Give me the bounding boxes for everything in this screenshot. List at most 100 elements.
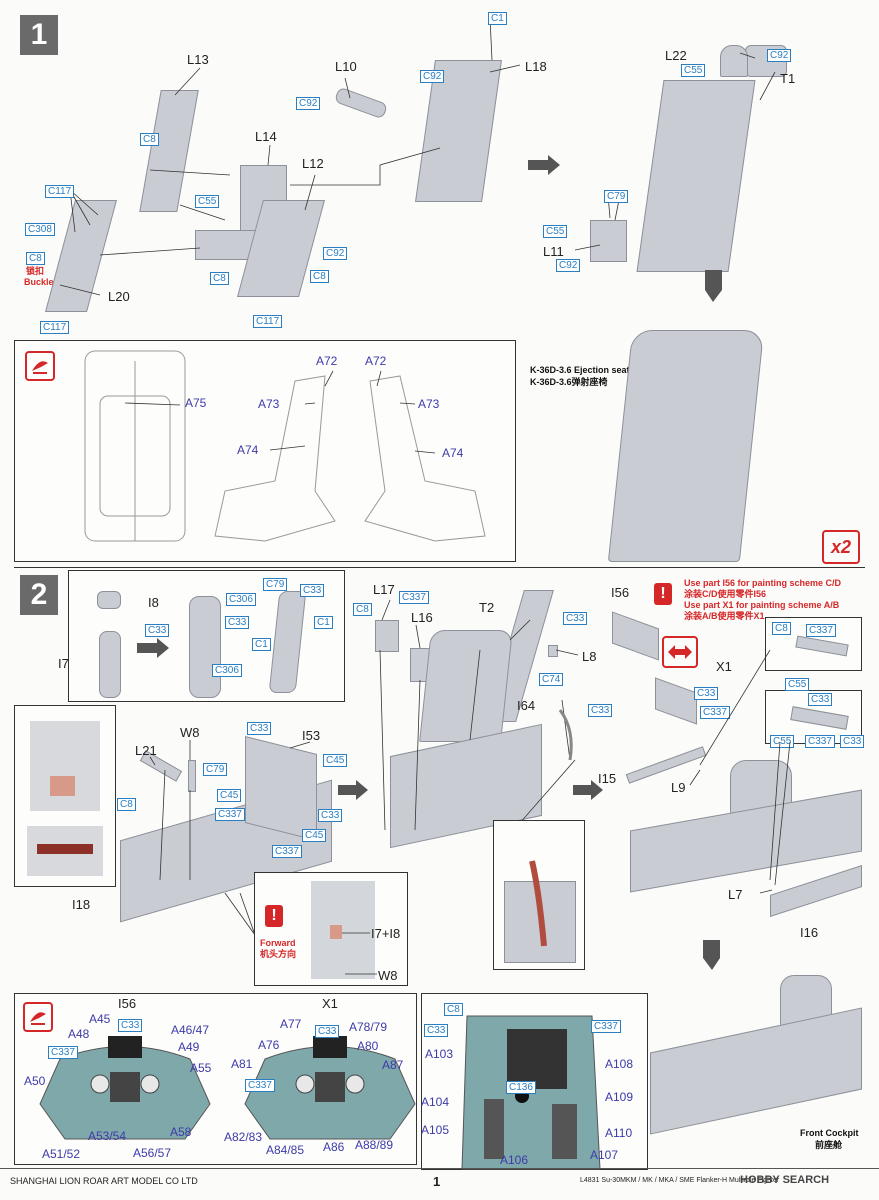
part-l8: [548, 645, 558, 657]
front-cockpit-caption-cn: 前座舱: [815, 1140, 843, 1150]
photo-ref-red-bar: [37, 844, 93, 854]
label-a110: A110: [605, 1126, 633, 1140]
code-c33: C33: [808, 693, 833, 706]
code-c117: C117: [40, 321, 70, 334]
code-c33: C33: [247, 722, 272, 735]
part-w8: [188, 760, 196, 792]
label-a80: A80: [357, 1039, 379, 1053]
code-c79: C79: [604, 190, 629, 203]
label-a49: A49: [178, 1040, 200, 1054]
code-c337: C337: [48, 1046, 78, 1059]
code-c33: C33: [145, 624, 170, 637]
part-l22: [720, 45, 748, 77]
code-c337: C337: [805, 735, 835, 748]
footer-watermark: HOBBY SEARCH: [740, 1174, 830, 1186]
code-c1: C1: [252, 638, 271, 651]
code-c45: C45: [302, 829, 327, 842]
label-a106: A106: [500, 1153, 529, 1167]
label-i53: I53: [302, 728, 321, 743]
code-c337: C337: [700, 706, 730, 719]
photo-ref-pink-part: [50, 776, 75, 796]
label-a72: A72: [316, 354, 338, 368]
label-i18: I18: [72, 897, 91, 912]
photo-ref-upper: [30, 721, 100, 811]
label-l8: L8: [582, 649, 597, 664]
label-a86: A86: [323, 1140, 345, 1154]
label-l22: L22: [665, 48, 687, 63]
code-c45: C45: [217, 789, 242, 802]
label-i7: I7: [58, 656, 69, 671]
warning-icon: !: [265, 905, 283, 927]
label-a55: A55: [190, 1061, 212, 1075]
code-c79: C79: [203, 763, 228, 776]
code-c33: C33: [424, 1024, 449, 1037]
label-a45: A45: [89, 1012, 111, 1026]
label-w8: W8: [378, 968, 398, 983]
code-c8: C8: [26, 252, 45, 265]
label-l10: L10: [335, 59, 357, 74]
seat-painting-detail-panel: A75 A72 A72 A73 A73 A74 A74: [14, 340, 516, 562]
code-c33: C33: [588, 704, 613, 717]
seat-caption-en: K-36D-3.6 Ejection seat: [530, 365, 630, 375]
buckle-label-cn: 锁扣: [26, 266, 45, 276]
label-l13: L13: [187, 52, 209, 67]
label-a75: A75: [185, 396, 207, 410]
code-c33: C33: [694, 687, 719, 700]
code-c337: C337: [215, 808, 245, 821]
code-c136: C136: [506, 1081, 536, 1094]
label-l14: L14: [255, 129, 277, 144]
label-a51-52: A51/52: [42, 1147, 81, 1161]
part-l11: [590, 220, 627, 262]
code-c337: C337: [806, 624, 836, 637]
warning-icon: !: [654, 583, 672, 605]
step-divider: [14, 567, 865, 568]
multiplier-badge: x2: [822, 530, 860, 564]
label-a81: A81: [231, 1057, 253, 1071]
code-c8: C8: [772, 622, 791, 635]
label-a73: A73: [418, 397, 440, 411]
label-a56-57: A56/57: [133, 1146, 172, 1160]
instrument-panel-shapes: [39, 1036, 416, 1140]
code-c306: C306: [226, 593, 256, 606]
code-c55: C55: [785, 678, 810, 691]
code-c92: C92: [767, 49, 792, 62]
code-c1: C1: [488, 12, 507, 25]
seat-caption-cn: K-36D-3.6弹射座椅: [530, 377, 608, 387]
label-a103: A103: [425, 1047, 454, 1061]
code-c33: C33: [840, 735, 865, 748]
label-a105: A105: [421, 1123, 450, 1137]
code-c33: C33: [315, 1025, 340, 1038]
label-a84-85: A84/85: [266, 1143, 305, 1157]
code-c337: C337: [245, 1079, 275, 1092]
step-2-badge: 2: [20, 575, 58, 615]
code-c308: C308: [25, 223, 55, 236]
label-l17: L17: [373, 582, 395, 597]
part-i8: [97, 591, 121, 609]
label-a87: A87: [382, 1058, 404, 1072]
label-a76: A76: [258, 1038, 280, 1052]
label-t2: T2: [479, 600, 495, 615]
label-a74: A74: [237, 443, 259, 457]
code-c55: C55: [543, 225, 568, 238]
code-c117: C117: [253, 315, 283, 328]
code-c8: C8: [117, 798, 136, 811]
label-a108: A108: [605, 1057, 634, 1071]
joystick-assembled: [189, 596, 221, 698]
label-i7-i8: I7+I8: [371, 926, 401, 941]
part-l17: [375, 620, 399, 652]
footer-company: SHANGHAI LION ROAR ART MODEL CO LTD: [10, 1176, 198, 1186]
label-l21: L21: [135, 743, 157, 758]
code-c92: C92: [556, 259, 581, 272]
label-l9: L9: [671, 780, 686, 795]
scheme-note-en-1: Use part I56 for painting scheme C/D: [684, 578, 842, 588]
label-l12: L12: [302, 156, 324, 171]
joystick-subassembly-panel: [68, 570, 345, 702]
code-c306: C306: [212, 664, 242, 677]
forward-direction-inset: !: [254, 872, 408, 986]
footer-page-number: 1: [433, 1174, 441, 1189]
scheme-note-cn-2: 涂装A/B使用零件X1: [684, 611, 765, 621]
label-a50: A50: [24, 1074, 46, 1088]
label-a82-83: A82/83: [224, 1130, 263, 1144]
